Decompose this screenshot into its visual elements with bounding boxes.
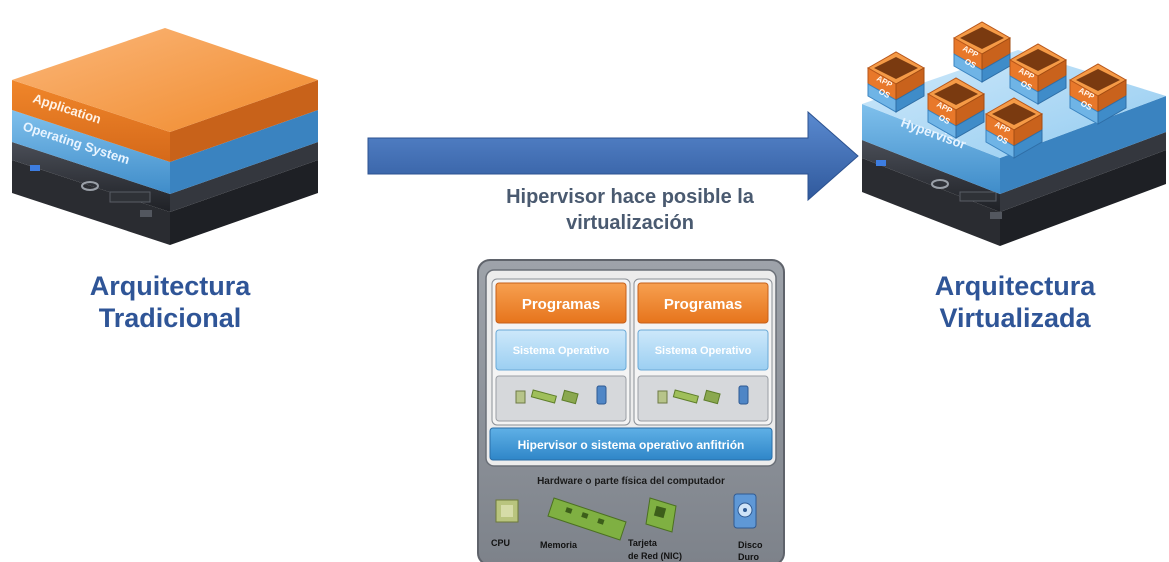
os-left-label: Sistema Operativo — [513, 345, 610, 357]
hardware-label: Hardware o parte física del computador — [537, 476, 725, 487]
nic-label-line2: de Red (NIC) — [628, 551, 682, 561]
traditional-title-line2: Tradicional — [98, 303, 242, 333]
virtualization-stack: Programas Sistema Operativo Programas Si… — [477, 259, 785, 562]
programs-left-label: Programas — [522, 296, 600, 313]
cpu-icon — [495, 499, 519, 523]
virtualized-title-line1: Arquitectura — [934, 271, 1096, 301]
virtual-hw-left-icons — [515, 385, 607, 405]
traditional-title-line1: Arquitectura — [89, 271, 251, 301]
server-front-details — [30, 165, 152, 217]
arrow-caption: Hipervisor hace posible la virtualizació… — [440, 184, 820, 236]
arrow-caption-line1: Hipervisor hace posible la — [506, 186, 754, 208]
nic-label-line1: Tarjeta — [628, 538, 658, 548]
virtual-hw-right-box — [637, 375, 769, 422]
hypervisor-bar — [489, 427, 773, 461]
virtualized-title-line2: Virtualizada — [939, 303, 1091, 333]
programs-left-box — [495, 282, 627, 324]
disk-label-line2: Duro — [738, 552, 759, 562]
arrow-caption-line2: virtualización — [566, 212, 694, 234]
traditional-architecture-graphic: Operating System Application — [12, 28, 318, 245]
virtualized-title: Arquitectura Virtualizada — [900, 270, 1130, 334]
virtual-hw-left-box — [495, 375, 627, 422]
memory-icon — [547, 497, 627, 541]
disk-label-line1: Disco — [738, 540, 763, 550]
os-left-box — [495, 329, 627, 371]
hypervisor-bar-label: Hipervisor o sistema operativo anfitrión — [518, 438, 745, 452]
virtualized-architecture-graphic: Hypervisor APPOSAPPOSAPPOSAPPOSAPPOSAPPO… — [862, 21, 1166, 246]
os-right-box — [637, 329, 769, 371]
server-front-details-right — [876, 160, 1002, 219]
traditional-title: Arquitectura Tradicional — [60, 270, 280, 334]
virtual-hw-right-icons — [657, 385, 749, 405]
virtualization-arrow — [367, 110, 859, 202]
os-right-label: Sistema Operativo — [655, 345, 752, 357]
nic-icon — [645, 497, 677, 533]
disk-icon — [733, 493, 757, 529]
programs-right-box — [637, 282, 769, 324]
cpu-label: CPU — [491, 538, 510, 548]
memory-label: Memoria — [540, 540, 578, 550]
programs-right-label: Programas — [664, 296, 742, 313]
